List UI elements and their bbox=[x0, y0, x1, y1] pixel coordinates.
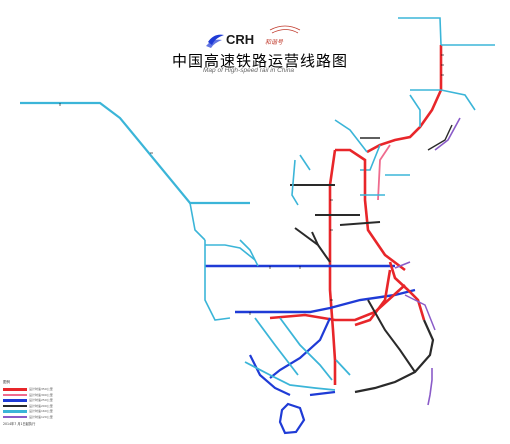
dongnan-line bbox=[354, 319, 435, 394]
legend-row: 设计时速350公里 bbox=[3, 387, 83, 392]
legend-row: 设计时速120公里 bbox=[3, 415, 83, 420]
northeast-light bbox=[334, 17, 495, 171]
legend-label: 设计时速160公里 bbox=[29, 409, 53, 413]
shitai-line bbox=[290, 184, 381, 263]
legend-title: 图例 bbox=[3, 380, 10, 384]
hukun-line bbox=[269, 284, 406, 322]
legend-row: 设计时速300公里 bbox=[3, 393, 83, 398]
northeast-purple bbox=[434, 117, 461, 151]
guiguang-line bbox=[244, 317, 351, 391]
legend-label: 设计时速120公里 bbox=[29, 414, 53, 419]
southeast-purple bbox=[394, 261, 436, 331]
legend-swatch bbox=[3, 410, 27, 413]
legend-label: 设计时速350公里 bbox=[29, 387, 53, 391]
station-ticks bbox=[59, 54, 444, 315]
hexie-logo-text: 和谐号 bbox=[265, 39, 284, 46]
hada-line bbox=[366, 45, 443, 154]
hexie-logo-icon bbox=[269, 25, 301, 34]
footer-date: 2014年7 月1日起执行 bbox=[3, 422, 36, 426]
legend-swatch bbox=[3, 393, 27, 396]
legend-swatch bbox=[3, 388, 27, 391]
jinghu-secondary bbox=[377, 144, 391, 201]
legend-swatch bbox=[3, 404, 27, 407]
legend-row: 设计时速200公里 bbox=[3, 404, 83, 409]
taiwan-line bbox=[427, 368, 433, 406]
legend-label: 设计时速200公里 bbox=[29, 403, 53, 408]
legend-row: 设计时速250公里 bbox=[3, 398, 83, 403]
legend-row: 设计时速160公里 bbox=[3, 409, 83, 414]
crh-logo-text: CRH bbox=[226, 32, 255, 47]
northeast-dark bbox=[360, 124, 453, 151]
jinghu-line bbox=[335, 148, 406, 272]
jingjiu-line bbox=[311, 231, 416, 373]
south-blue bbox=[249, 317, 336, 397]
hainan-line bbox=[278, 402, 306, 435]
legend-label: 设计时速300公里 bbox=[29, 392, 53, 397]
crh-logo-icon bbox=[206, 34, 224, 48]
page-title: 中国高速铁路运营线路图 bbox=[172, 52, 349, 70]
west-lightblue bbox=[189, 202, 231, 321]
longhai-lightblue bbox=[205, 154, 410, 267]
page-subtitle: Map of High-speed rail in China bbox=[203, 67, 295, 74]
legend-swatch bbox=[3, 415, 27, 418]
legend-swatch bbox=[3, 399, 27, 402]
jingguang-line bbox=[328, 149, 337, 385]
xinjiang-line bbox=[20, 101, 250, 205]
legend-label: 设计时速250公里 bbox=[29, 398, 53, 402]
